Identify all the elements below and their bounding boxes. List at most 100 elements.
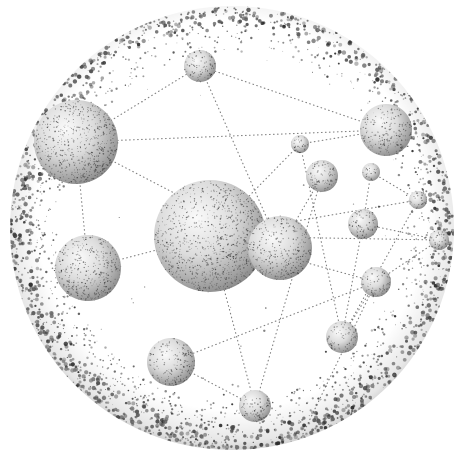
sphere-stipple-dot [50, 172, 51, 173]
sphere-stipple-dot [302, 268, 303, 269]
sphere-stipple-dot [298, 136, 299, 137]
speckle-dot [71, 74, 74, 77]
speckle-dot [403, 358, 407, 362]
speckle-dot [110, 363, 112, 365]
speckle-dot [425, 120, 426, 121]
speckle-dot [343, 367, 344, 368]
sphere-stipple-dot [295, 258, 296, 259]
sphere-stipple-dot [381, 117, 382, 118]
sphere-stipple-dot [190, 240, 191, 241]
sphere-stipple-dot [221, 261, 222, 262]
speckle-dot [112, 414, 116, 418]
sphere-stipple-dot [206, 257, 207, 258]
speckle-dot [401, 328, 402, 329]
speckle-dot [300, 18, 302, 20]
speckle-dot [348, 409, 350, 411]
sphere-stipple-dot [87, 295, 88, 296]
sphere-stipple-dot [176, 200, 177, 201]
speckle-dot [392, 344, 395, 347]
speckle-dot [259, 434, 262, 437]
speckle-dot [311, 39, 315, 43]
sphere-stipple-dot [60, 155, 61, 156]
sphere-stipple-dot [194, 59, 195, 60]
speckle-dot [45, 180, 47, 182]
sphere-stipple-dot [175, 272, 176, 273]
sphere-stipple-dot [108, 151, 109, 152]
speckle-dot [143, 378, 145, 380]
speckle-dot [263, 330, 265, 332]
sphere-stipple-dot [99, 239, 100, 240]
sphere-stipple-dot [238, 235, 239, 236]
sphere-stipple-dot [107, 257, 108, 258]
speckle-dot [432, 253, 435, 256]
speckle-dot [373, 376, 376, 379]
sphere-stipple-dot [75, 291, 76, 292]
sphere-stipple-dot [181, 230, 182, 231]
speckle-dot [411, 236, 412, 237]
speckle-dot [58, 184, 60, 186]
sphere-stipple-dot [101, 150, 102, 151]
sphere-stipple-dot [172, 267, 173, 268]
sphere-stipple-dot [372, 139, 373, 140]
speckle-dot [131, 401, 135, 405]
sphere-stipple-dot [285, 271, 286, 272]
sphere-stipple-dot [55, 153, 56, 154]
speckle-dot [311, 429, 314, 432]
speckle-dot [108, 355, 109, 356]
sphere-stipple-dot [199, 65, 200, 66]
speckle-dot [179, 425, 182, 428]
speckle-dot [301, 59, 303, 61]
sphere-stipple-dot [245, 242, 246, 243]
sphere-stipple-dot [272, 267, 273, 268]
sphere-stipple-dot [223, 188, 224, 189]
speckle-dot [168, 400, 170, 402]
sphere-stipple-dot [269, 235, 270, 236]
sphere-stipple-dot [84, 162, 85, 163]
speckle-dot [269, 47, 270, 48]
sphere-stipple-dot [189, 271, 190, 272]
speckle-dot [98, 70, 100, 72]
sphere-stipple-dot [248, 215, 249, 216]
speckle-dot [388, 348, 392, 352]
speckle-dot [276, 441, 280, 445]
speckle-dot [439, 217, 440, 218]
speckle-dot [22, 298, 23, 299]
sphere-stipple-dot [53, 121, 54, 122]
sphere-stipple-dot [270, 254, 271, 255]
speckle-dot [380, 79, 384, 83]
speckle-dot [125, 85, 126, 86]
speckle-dot [426, 124, 429, 127]
sphere-stipple-dot [194, 193, 195, 194]
speckle-dot [242, 11, 244, 13]
sphere-stipple-dot [237, 253, 238, 254]
sphere-stipple-dot [265, 227, 266, 228]
sphere-stipple-dot [202, 273, 203, 274]
speckle-dot [321, 30, 324, 33]
sphere-stipple-dot [64, 144, 65, 145]
sphere-stipple-dot [381, 126, 382, 127]
speckle-dot [135, 75, 137, 77]
sphere-stipple-dot [56, 156, 57, 157]
sphere-stipple-dot [208, 255, 209, 256]
sphere-stipple-dot [111, 271, 112, 272]
speckle-dot [200, 435, 204, 439]
sphere-stipple-dot [252, 216, 253, 217]
sphere-stipple-dot [91, 174, 92, 175]
sphere-stipple-dot [216, 285, 217, 286]
sphere-stipple-dot [119, 270, 120, 271]
sphere-stipple-dot [191, 64, 192, 65]
speckle-dot [407, 146, 408, 147]
speckle-dot [178, 411, 179, 412]
speckle-dot [214, 417, 216, 419]
speckle-dot [421, 156, 422, 157]
sphere-stipple-dot [196, 215, 197, 216]
sphere-stipple-dot [81, 118, 82, 119]
sphere-stipple-dot [276, 221, 277, 222]
sphere-stipple-dot [65, 170, 66, 171]
sphere-stipple-dot [66, 268, 67, 269]
sphere-stipple-dot [200, 227, 201, 228]
speckle-dot [83, 379, 86, 382]
sphere-stipple-dot [79, 288, 80, 289]
sphere-stipple-dot [168, 218, 169, 219]
sphere-stipple-dot [112, 247, 113, 248]
